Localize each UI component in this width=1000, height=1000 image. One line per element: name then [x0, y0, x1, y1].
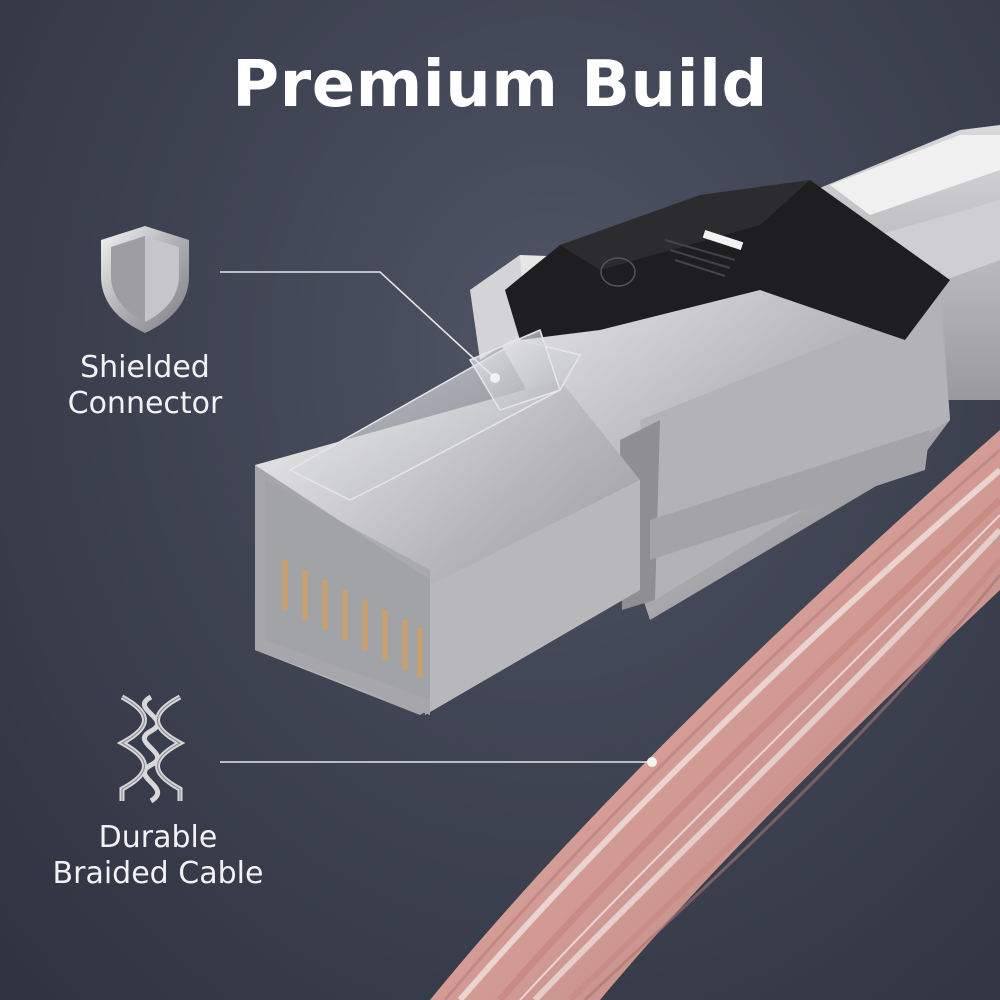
feature-braided-cable: Durable Braided Cable [38, 820, 278, 892]
page-title: Premium Build [232, 48, 768, 122]
clear-plastic-clip [288, 328, 582, 501]
feature-label-line: Shielded [80, 350, 210, 385]
feature-label-line: Braided Cable [52, 856, 264, 891]
braid-icon [112, 693, 190, 805]
callout-lines [220, 271, 657, 767]
feature-label-line: Connector [67, 386, 223, 421]
feature-label-line: Durable [98, 820, 218, 855]
black-latch [505, 180, 950, 340]
braided-cable [430, 430, 1000, 1000]
feature-shielded-connector: Shielded Connector [25, 350, 265, 422]
plug-contacts [265, 480, 430, 700]
shield-icon [95, 222, 195, 337]
